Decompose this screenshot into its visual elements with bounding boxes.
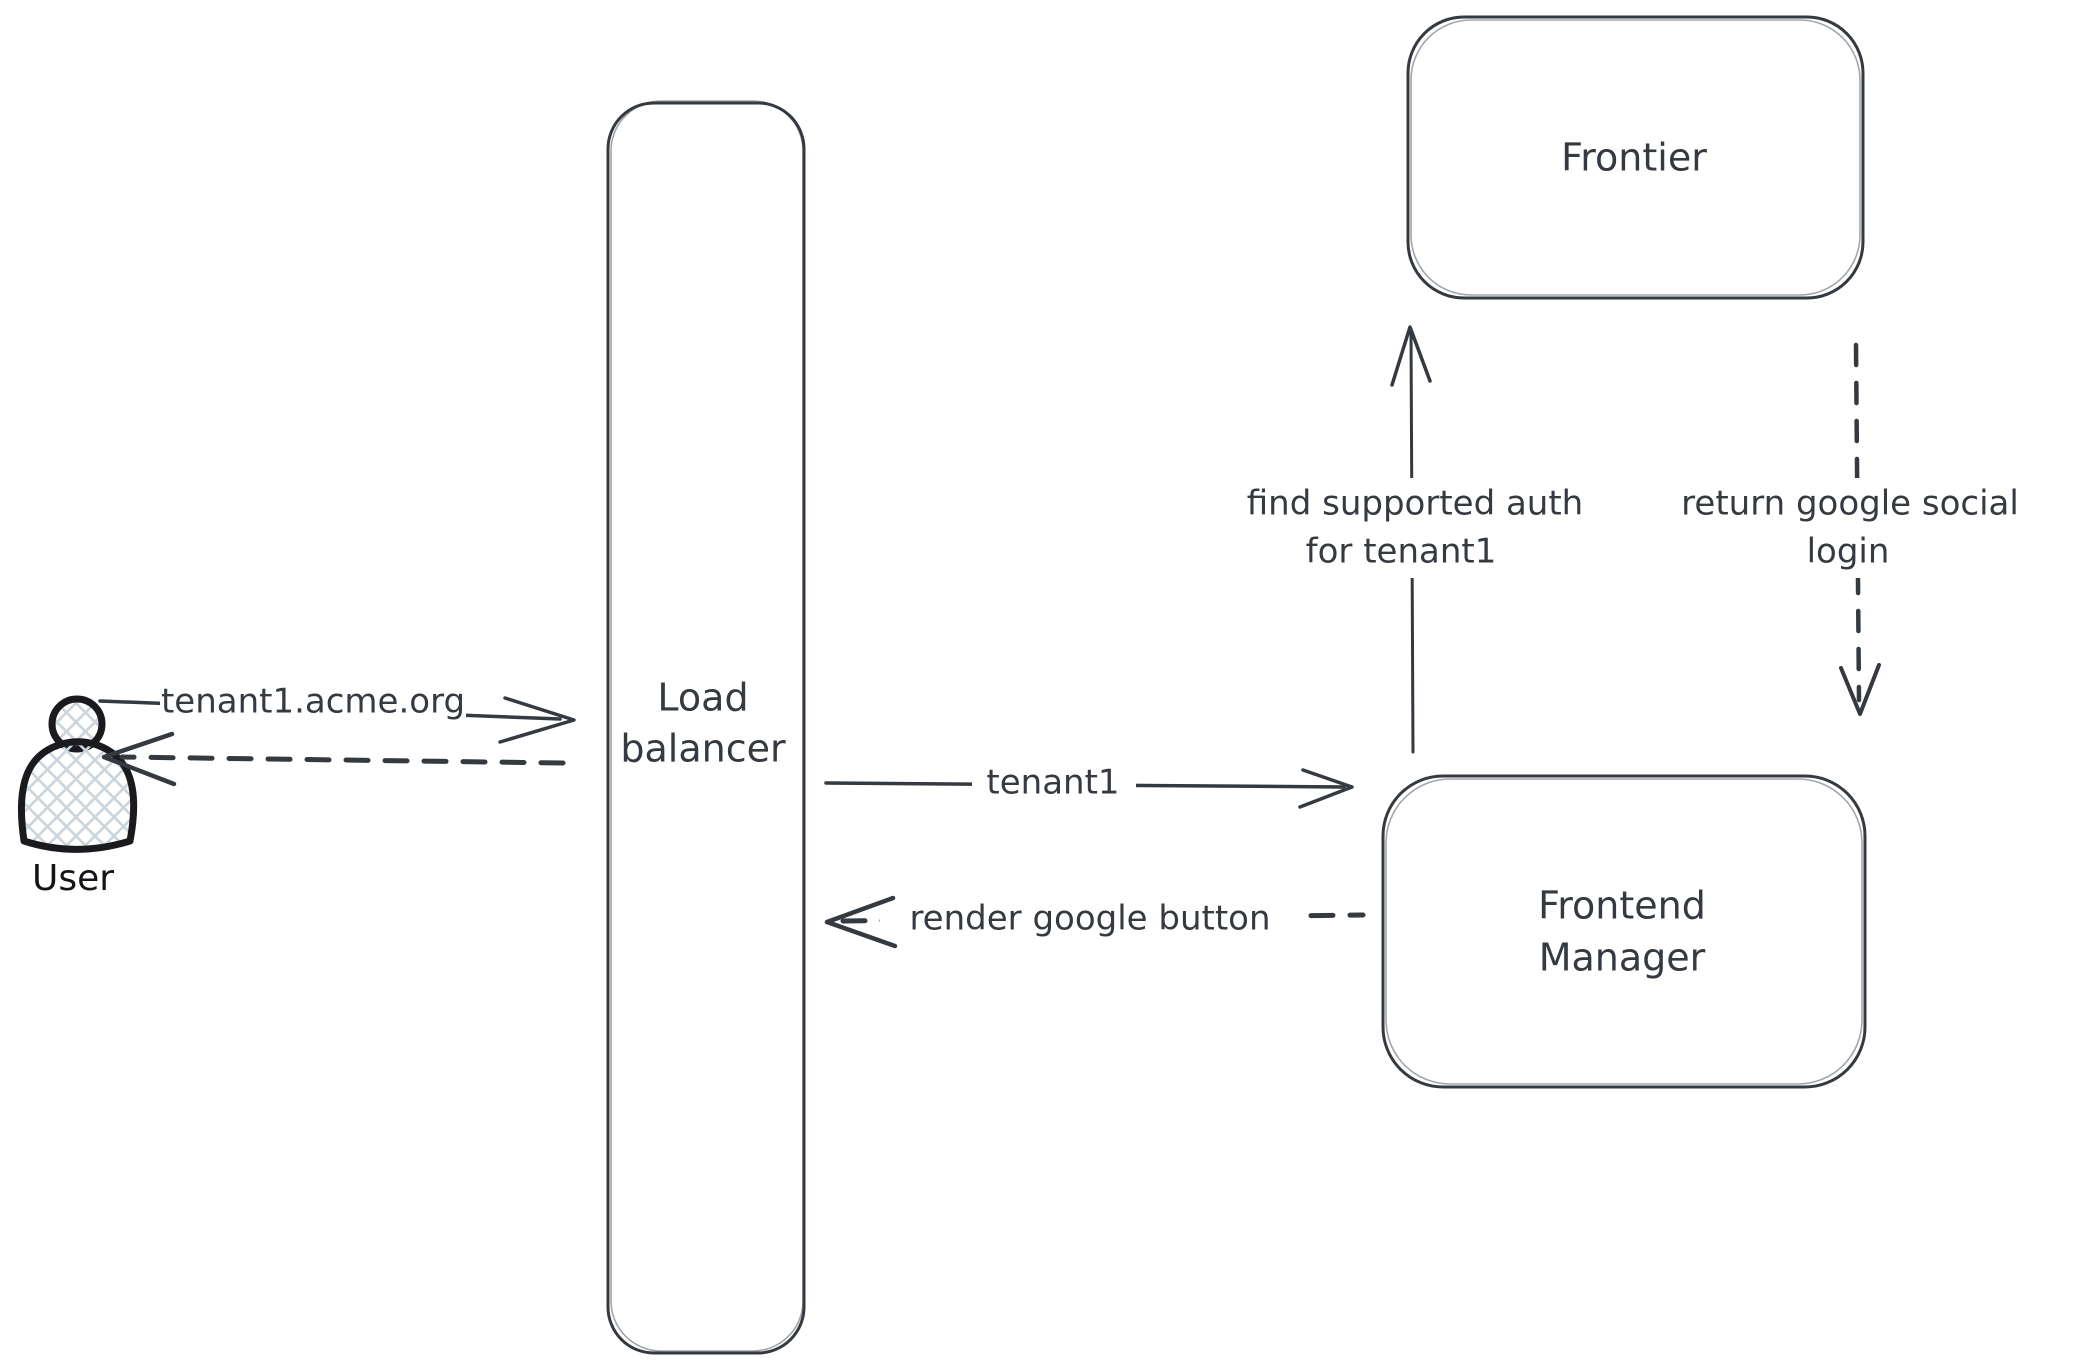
frontend-manager-box-sketch-stroke — [1385, 778, 1863, 1085]
frontier-box-sketch-stroke — [1410, 19, 1861, 296]
frontend-manager-label-line2: Manager — [1539, 936, 1706, 980]
arrowhead-left-icon — [824, 895, 898, 949]
edge-tenant1-label: tenant1 — [986, 763, 1119, 803]
frontend-manager-label-line1: Frontend — [1538, 884, 1706, 928]
load-balancer-box — [606, 101, 806, 1355]
edge-return-google-social-login-label-line1: return google social — [1681, 484, 2019, 524]
load-balancer-label-line1: Load — [657, 676, 748, 720]
edge-return-google-social-login-label-line2: login — [1807, 532, 1890, 572]
user-icon-body — [17, 738, 138, 853]
frontend-manager-box — [1381, 774, 1867, 1089]
node-user: User — [17, 695, 138, 899]
edge-return-google-social-login-label-mask — [1652, 478, 2052, 578]
edge-find-supported-auth-label-line1: find supported auth — [1247, 484, 1583, 524]
arrowhead-right-icon — [1298, 768, 1354, 809]
edge-tenant1-acme-org: tenant1.acme.org — [98, 676, 576, 744]
arrowhead-down-icon — [1839, 663, 1881, 716]
user-icon — [17, 695, 138, 853]
node-load-balancer: Load balancer — [606, 100, 806, 1355]
edge-tenant1: tenant1 — [824, 757, 1354, 811]
node-frontend-manager: Frontend Manager — [1381, 774, 1867, 1089]
edge-return-to-user-line — [119, 754, 566, 766]
edge-tenant1-acme-org-label-mask — [160, 676, 466, 728]
user-label: User — [32, 858, 114, 899]
edge-tenant1-label-mask — [972, 757, 1136, 811]
edge-return-to-user — [101, 731, 566, 787]
arrowhead-up-icon — [1390, 325, 1432, 387]
edge-return-google-social-login-line — [1853, 342, 1862, 703]
edge-find-supported-auth: find supported auth for tenant1 — [1208, 325, 1620, 754]
edge-find-supported-auth-label-mask — [1208, 478, 1620, 578]
frontier-label: Frontier — [1561, 136, 1707, 180]
edge-render-google-button-label-mask — [880, 893, 1302, 949]
arrowhead-right-icon — [498, 696, 576, 744]
edge-return-google-social-login: return google social login — [1652, 342, 2052, 716]
edge-render-google-button-label: render google button — [909, 899, 1270, 939]
edge-render-google-button: render google button — [824, 893, 1366, 949]
load-balancer-label-line2: balancer — [620, 727, 786, 771]
edge-tenant1-acme-org-label: tenant1.acme.org — [161, 682, 465, 722]
load-balancer-box-sketch-stroke — [610, 100, 804, 1352]
node-frontier: Frontier — [1406, 15, 1865, 300]
arrowhead-left-icon — [101, 731, 177, 787]
edge-find-supported-auth-label-line2: for tenant1 — [1306, 532, 1497, 572]
frontier-box — [1406, 15, 1865, 300]
